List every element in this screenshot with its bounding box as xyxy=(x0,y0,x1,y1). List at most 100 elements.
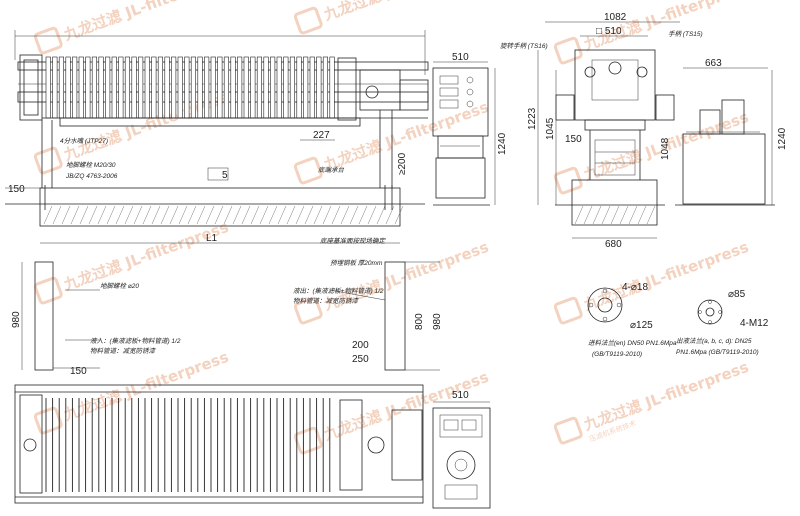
note-base-level: 底座基准面按现场确定 xyxy=(320,237,387,245)
dim-510-box: □ 510 xyxy=(596,26,622,37)
dim-1240-mid: 1240 xyxy=(497,132,508,155)
filter-plate-front xyxy=(157,56,163,119)
filter-plate-front xyxy=(72,56,78,119)
filter-plate-front xyxy=(131,56,137,119)
dim-1048: 1048 xyxy=(660,137,671,160)
hatch-line xyxy=(295,205,305,225)
hatch-line xyxy=(124,205,134,225)
filter-plate-pack-plan xyxy=(45,398,331,492)
hatch-line xyxy=(367,205,377,225)
hatch-line xyxy=(169,205,179,225)
hatch-line xyxy=(232,205,242,225)
hatch-line xyxy=(313,205,323,225)
flange-details: 4-⌀18 ⌀125 进料法兰(en) DN50 PN1.6Mpa (GB/T9… xyxy=(587,282,769,358)
dim-150-plan: 150 xyxy=(70,366,87,377)
dim-227: 227 xyxy=(313,130,330,141)
note-anchor-bolt: 地脚螺栓 M20/30 xyxy=(66,161,116,169)
dim-5: 5 xyxy=(222,170,228,181)
hatch-line xyxy=(349,205,359,225)
filter-plate-front xyxy=(177,56,183,119)
hatch-line xyxy=(223,205,233,225)
hatch-line xyxy=(331,205,341,225)
dim-980-left: 980 xyxy=(11,311,22,328)
note-feed-pipe-2: 物料管道：减宽防锈漆 xyxy=(293,297,360,305)
hatch-line xyxy=(106,205,116,225)
note-anchor-standard: JB/ZQ 4763-2006 xyxy=(65,173,118,180)
hatch-line xyxy=(637,205,647,225)
hatch-line xyxy=(646,205,656,225)
dim-1082: 1082 xyxy=(604,12,627,23)
filter-plate-front xyxy=(171,56,177,119)
filter-plate-front xyxy=(289,56,296,119)
foundation-plan-view: 980 800 980 200 250 150 地脚螺栓 ⌀20 液入：(集液滤… xyxy=(11,259,443,377)
hatch-line xyxy=(394,205,404,225)
note-liquid-in: 液入：(集液滤板+物料管道) 1/2 xyxy=(90,337,181,345)
filter-plate-front xyxy=(58,56,65,119)
filter-plate-front xyxy=(197,56,203,119)
hatch-line xyxy=(70,205,80,225)
dim-1240-right: 1240 xyxy=(777,127,788,150)
hatch-line xyxy=(43,205,53,225)
hatch-line xyxy=(250,205,260,225)
watermark-brand-2: 九龙过滤 JL-filterpress xyxy=(321,0,491,25)
hatch-line xyxy=(97,205,107,225)
foundation-hatch-front xyxy=(43,205,404,225)
hatch-line xyxy=(61,205,71,225)
hydraulic-station-top-view: 510 xyxy=(432,390,491,509)
note-flange-left-standard: (GB/T9119-2010) xyxy=(592,351,642,358)
filter-plate-front xyxy=(144,56,150,119)
hatch-line xyxy=(160,205,170,225)
hatch-line xyxy=(115,205,125,225)
dim-510-top: 510 xyxy=(452,52,469,63)
filter-plate-front xyxy=(45,56,51,119)
dim-dia125: ⌀125 xyxy=(630,320,653,331)
filter-plate-front xyxy=(65,56,71,119)
filter-plate-front xyxy=(237,56,243,119)
hatch-line xyxy=(385,205,395,225)
dim-663: 663 xyxy=(705,58,722,69)
dim-1223: 1223 xyxy=(527,107,538,130)
hydraulic-station-view: 510 1240 xyxy=(432,52,508,206)
hatch-line xyxy=(286,205,296,225)
filter-plate-front xyxy=(105,56,111,119)
note-feed-pipe: 物料管道：减宽防锈漆 xyxy=(90,347,157,355)
dim-680: 680 xyxy=(605,239,622,250)
hatch-line xyxy=(322,205,332,225)
note-drain-trough: 底端承台 xyxy=(318,166,345,174)
front-elevation-view: 227 150 L1 ≥200 5 4分水嘴 (JTP27) 地脚螺栓 M20/… xyxy=(5,30,429,245)
filter-plate-front xyxy=(98,56,104,119)
hatch-line xyxy=(178,205,188,225)
note-embed-thickness: 预埋钢板 厚20mm xyxy=(330,259,383,267)
hatch-line xyxy=(340,205,350,225)
hatch-line xyxy=(187,205,197,225)
watermark-brand-11: 九龙过滤 JL-filterpress xyxy=(321,368,491,445)
watermark-brand-1: 九龙过滤 JL-filterpress xyxy=(61,0,231,45)
dim-510-bottom: 510 xyxy=(452,390,469,401)
note-embedded-plate: 地脚螺栓 ⌀20 xyxy=(100,282,139,290)
hatch-line xyxy=(151,205,161,225)
filter-plate-front xyxy=(329,56,335,119)
note-flange-left: 进料法兰(en) DN50 PN1.6Mpa xyxy=(588,339,677,347)
filter-plate-front xyxy=(164,56,170,119)
filter-plate-front xyxy=(217,56,223,119)
note-handwheel-right: 手柄 (TS15) xyxy=(668,30,703,38)
dim-1045: 1045 xyxy=(545,117,556,140)
hatch-line xyxy=(277,205,287,225)
hatch-line xyxy=(376,205,386,225)
watermark-brand-12: 九龙过滤 JL-filterpress xyxy=(581,358,751,435)
hatch-line xyxy=(88,205,98,225)
filter-plate-front xyxy=(283,56,289,119)
filter-plate-front xyxy=(138,56,144,119)
dim-200-horizontal: 200 xyxy=(352,340,369,351)
note-drain-cock: 4分水嘴 (JTP27) xyxy=(60,137,108,145)
filter-plate-front xyxy=(276,56,282,119)
filter-plate-front xyxy=(204,56,210,119)
dim-150-right: 150 xyxy=(565,134,582,145)
dim-250: 250 xyxy=(352,354,369,365)
filter-plate-front xyxy=(91,56,97,119)
filter-plate-front xyxy=(250,56,256,119)
hatch-line xyxy=(628,205,638,225)
filter-plate-front xyxy=(78,56,84,119)
